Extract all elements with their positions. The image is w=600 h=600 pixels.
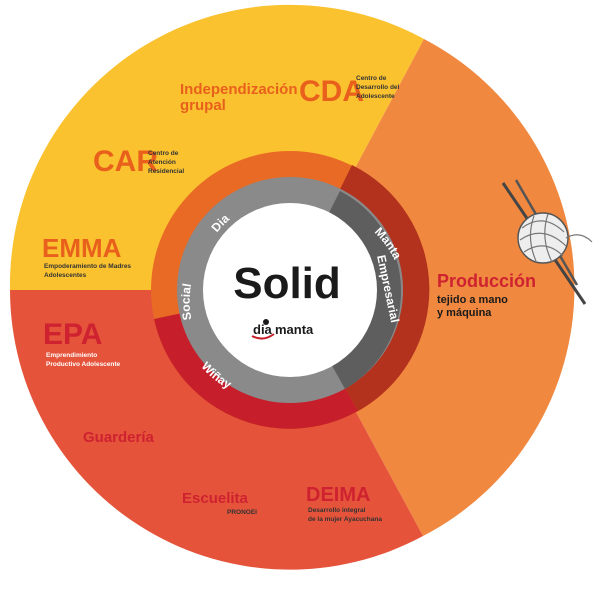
cda-acronym: CDA xyxy=(299,75,364,108)
produccion-desc1: tejido a mano xyxy=(437,294,508,306)
produccion-title: Producción xyxy=(437,271,536,291)
emma-acronym: EMMA xyxy=(42,233,122,263)
center-title: Solid xyxy=(233,259,341,308)
segment-orange xyxy=(290,39,575,536)
emma-desc2: Adolescentes xyxy=(44,272,87,279)
emma-desc1: Empoderamiento de Madres xyxy=(44,263,131,270)
escuelita-sub: PRONOEI xyxy=(227,509,257,516)
independencia-line1: Independización xyxy=(180,81,298,98)
cda-desc3: Adolescente xyxy=(356,93,395,100)
epa-desc1: Emprendimiento xyxy=(46,352,97,359)
svg-text:Social: Social xyxy=(179,282,195,321)
deima-desc2: de la mujer Ayacuchana xyxy=(308,516,382,523)
ring-label-social: Social xyxy=(179,282,195,321)
epa-acronym: EPA xyxy=(43,318,102,351)
yarn-ball-icon xyxy=(501,179,593,305)
logo-prefix: dia xyxy=(253,322,273,337)
produccion-desc2: y máquina xyxy=(437,307,492,319)
logo-suffix: manta xyxy=(275,322,314,337)
cda-desc2: Desarrollo del xyxy=(356,84,400,91)
epa-desc2: Productivo Adolescente xyxy=(46,361,121,368)
deima-desc1: Desarrollo integral xyxy=(308,507,366,514)
deima-acronym: DEIMA xyxy=(306,484,370,506)
escuelita-label: Escuelita xyxy=(182,490,249,507)
guarderia-label: Guardería xyxy=(83,429,155,446)
car-desc2: Atención xyxy=(148,159,176,166)
independencia-line2: grupal xyxy=(180,97,226,114)
car-desc1: Centro de xyxy=(148,150,179,157)
car-desc3: Residencial xyxy=(148,168,184,175)
center-circle xyxy=(203,203,377,377)
cda-desc1: Centro de xyxy=(356,75,387,82)
car-acronym: CAR xyxy=(93,145,158,178)
diamanta-logo: dia manta xyxy=(251,319,314,340)
